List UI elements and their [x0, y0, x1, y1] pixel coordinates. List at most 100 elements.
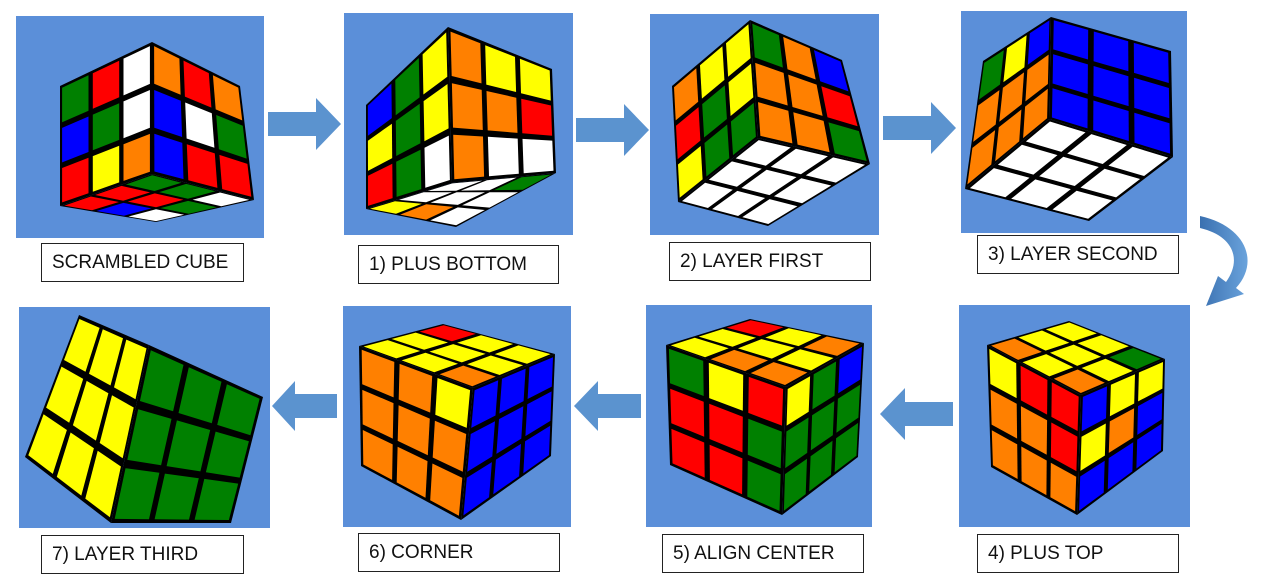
plus-top-right-sticker	[1107, 442, 1134, 490]
corner-left-sticker	[397, 405, 430, 456]
align-center-top-sticker	[698, 329, 756, 347]
plus-top-top-sticker	[991, 338, 1042, 360]
plus-top-left-sticker	[1051, 382, 1079, 431]
corner-top-sticker	[401, 352, 458, 373]
layer-first-bottom-sticker	[712, 190, 766, 216]
scrambled-right-sticker	[212, 75, 243, 121]
layer-first-right-sticker	[755, 62, 788, 106]
layer-second-left-sticker	[1003, 35, 1027, 83]
plus-bottom-right-sticker	[522, 138, 554, 174]
layer-first-bottom-sticker	[708, 161, 762, 187]
label-align-center: 5) ALIGN CENTER	[662, 534, 864, 573]
scrambled-left-sticker	[92, 145, 120, 192]
align-center-top-sticker	[726, 320, 784, 337]
plus-bottom-right-sticker	[453, 134, 485, 180]
plus-top-right-sticker	[1109, 374, 1135, 417]
scrambled-right-sticker	[183, 60, 212, 108]
scrambled-bottom-sticker	[128, 209, 185, 222]
label-layer-first: 2) LAYER FIRST	[669, 242, 871, 281]
scrambled-left-sticker	[123, 46, 150, 96]
plus-top-right-sticker	[1138, 362, 1163, 402]
cube-image-layer-first	[672, 20, 870, 226]
layer-first-right-sticker	[752, 23, 783, 68]
corner-left-sticker	[362, 389, 394, 439]
layer-second-right-sticker	[1052, 54, 1088, 94]
layer-second-bottom-sticker	[1108, 146, 1169, 176]
corner-right-sticker	[463, 462, 492, 516]
scrambled-right-sticker	[219, 154, 252, 197]
panel-scrambled	[16, 16, 264, 238]
corner-left-sticker	[435, 378, 471, 428]
layer-third-right-sticker	[194, 478, 239, 520]
plus-bottom-left-sticker	[396, 149, 422, 197]
panel-layer-first	[650, 14, 879, 235]
scrambled-right-sticker	[186, 144, 218, 188]
layer-first-left-sticker	[700, 46, 725, 99]
layer-second-bottom-sticker	[997, 144, 1058, 175]
layer-first-right-sticker	[828, 122, 867, 161]
align-center-right-sticker	[838, 346, 862, 394]
layer-second-bottom-sticker	[969, 168, 1030, 198]
layer-second-left-sticker	[1027, 20, 1050, 65]
layer-second-bottom-sticker	[1067, 134, 1127, 164]
align-center-right-sticker	[812, 361, 837, 410]
layer-second-right-sticker	[1093, 66, 1129, 107]
layer-first-right-sticker	[793, 112, 830, 153]
plus-top-left-sticker	[990, 389, 1018, 439]
corner-left-sticker	[398, 363, 433, 413]
plus-top-right-sticker	[1108, 408, 1135, 453]
plus-bottom-left-sticker	[422, 32, 448, 95]
layer-first-right-sticker	[758, 102, 793, 144]
arrow-right-3	[883, 102, 956, 154]
plus-bottom-left-sticker	[424, 135, 450, 188]
scrambled-bottom-sticker	[159, 183, 216, 199]
arrow-left-2	[574, 381, 641, 431]
corner-right-sticker	[467, 421, 495, 472]
corner-right-sticker	[493, 443, 521, 495]
corner-left-sticker	[362, 430, 393, 480]
scrambled-left-sticker	[62, 116, 89, 163]
corner-top-sticker	[467, 355, 524, 375]
scrambled-right-sticker	[216, 115, 247, 159]
arrow-left-3	[272, 381, 337, 431]
align-center-right-sticker	[834, 422, 859, 473]
plus-top-right-sticker	[1081, 386, 1107, 432]
layer-first-bottom-sticker	[770, 148, 828, 175]
layer-second-left-sticker	[967, 130, 996, 185]
plus-bottom-bottom-sticker	[494, 174, 552, 191]
plus-top-left-sticker	[991, 430, 1018, 479]
plus-bottom-bottom-sticker	[430, 192, 485, 205]
layer-second-right-sticker	[1134, 77, 1170, 119]
plus-top-left-sticker	[1021, 446, 1047, 496]
scrambled-bottom-sticker	[160, 200, 217, 214]
layer-first-left-sticker	[726, 24, 751, 77]
label-plus-bottom: 1) PLUS BOTTOM	[358, 245, 559, 284]
plus-bottom-right-sticker	[519, 58, 551, 101]
panel-corner	[343, 306, 571, 527]
align-center-left-sticker	[747, 418, 782, 469]
plus-bottom-right-sticker	[486, 91, 518, 133]
layer-second-bottom-sticker	[1011, 179, 1071, 208]
corner-left-sticker	[432, 420, 467, 472]
plus-bottom-right-sticker	[487, 136, 519, 177]
corner-top-sticker	[429, 344, 486, 363]
cube-image-layer-third	[25, 315, 263, 523]
align-center-top-sticker	[765, 328, 822, 347]
label-plus-top: 4) PLUS TOP	[977, 534, 1179, 573]
layer-first-right-sticker	[788, 74, 823, 116]
layer-first-bottom-sticker	[741, 169, 797, 196]
corner-top-sticker	[494, 345, 551, 364]
arrow-left-1	[880, 388, 953, 440]
layer-second-right-sticker	[1051, 88, 1088, 129]
plus-bottom-bottom-sticker	[400, 204, 454, 220]
align-center-top-sticker	[738, 339, 795, 359]
corner-top-sticker	[363, 340, 421, 359]
corner-right-sticker	[527, 357, 553, 399]
align-center-left-sticker	[748, 376, 784, 426]
scrambled-bottom-sticker	[192, 192, 250, 207]
layer-second-bottom-sticker	[1039, 156, 1099, 186]
scrambled-bottom-sticker	[95, 185, 151, 201]
layer-second-left-sticker	[1023, 88, 1048, 139]
layer-second-right-sticker	[1053, 20, 1089, 60]
corner-right-sticker	[499, 368, 526, 414]
